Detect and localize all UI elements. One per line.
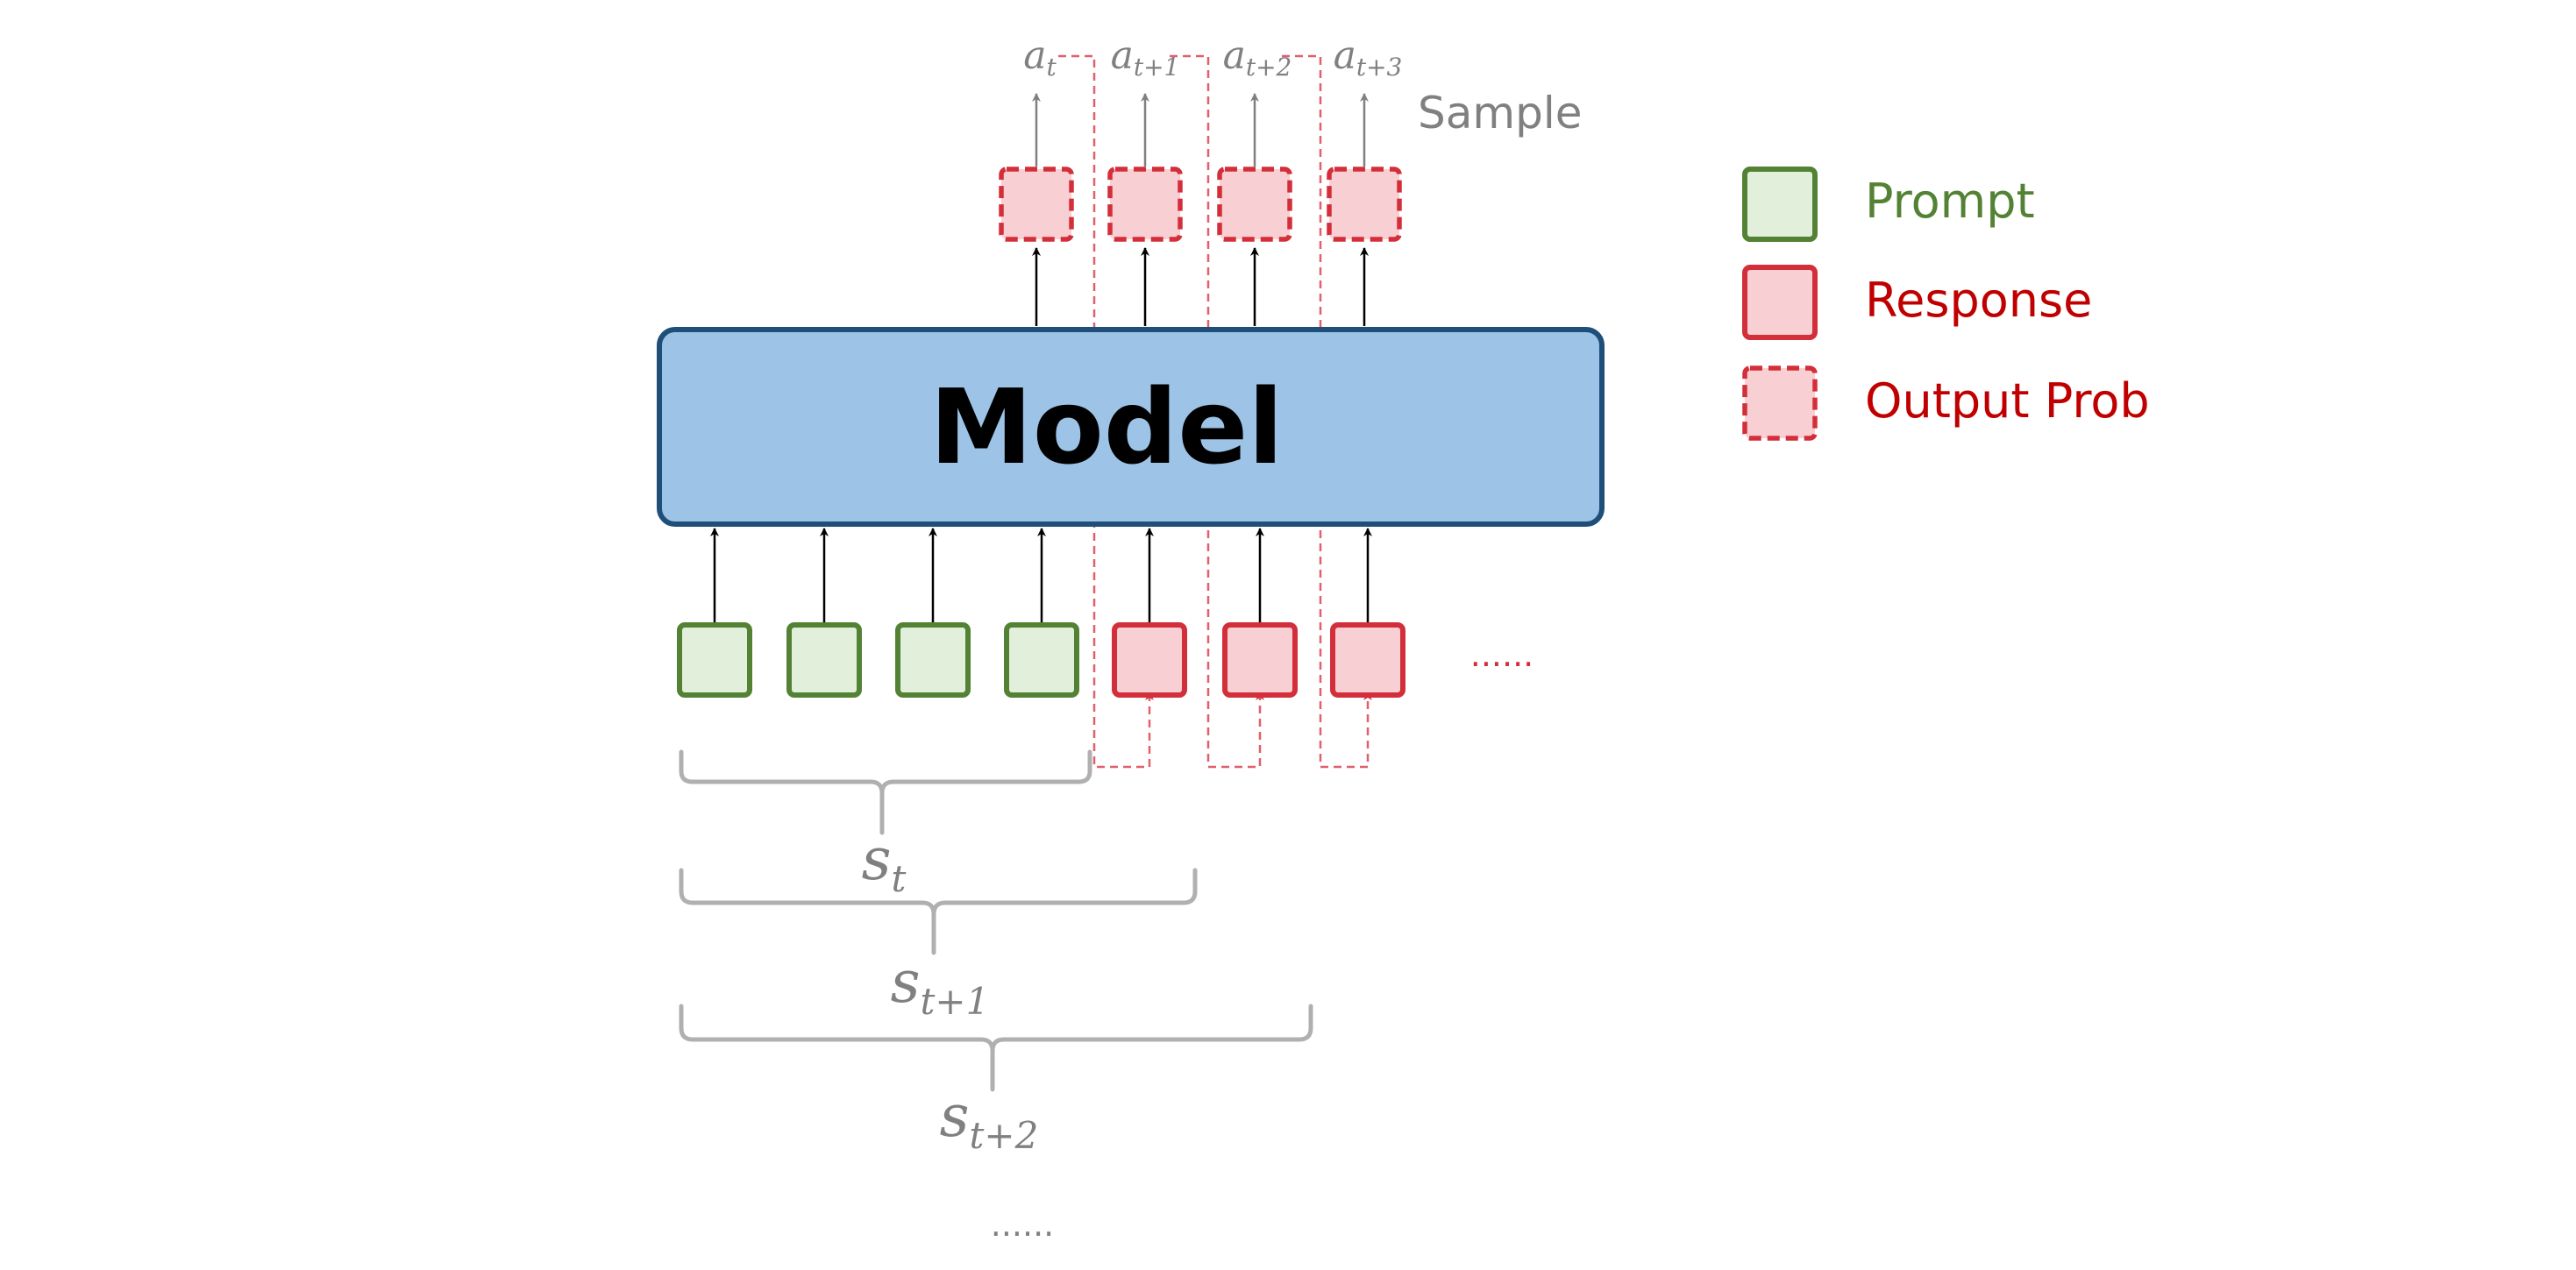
- action-label: at+1: [1111, 33, 1180, 82]
- model-block: [657, 327, 1605, 527]
- input-arrows: [710, 528, 1372, 624]
- action-label: at+2: [1223, 33, 1292, 82]
- state-label: st+2: [940, 1082, 1039, 1157]
- prompt-token: [677, 622, 752, 698]
- output-prob-token: [1327, 167, 1402, 242]
- legend-response-label: Response: [1865, 273, 2092, 328]
- output-prob-token: [1217, 167, 1292, 242]
- legend-response-swatch: [1742, 265, 1818, 340]
- output-prob-row: [999, 167, 1402, 242]
- feedback-path-3: [1282, 54, 1372, 769]
- sample-label: Sample: [1418, 88, 1582, 138]
- state-labels: st st+1 st+2: [862, 826, 1039, 1157]
- prompt-token: [1004, 622, 1079, 698]
- input-token-row: [677, 622, 1405, 698]
- response-token: [1222, 622, 1298, 698]
- prompt-token: [786, 622, 862, 698]
- feedback-path-2: [1170, 54, 1264, 769]
- state-label: st+1: [891, 948, 990, 1023]
- legend-output-prob-label: Output Prob: [1865, 373, 2150, 429]
- output-arrows: [1032, 247, 1369, 326]
- response-token: [1112, 622, 1187, 698]
- more-states-ellipsis: ......: [991, 1205, 1054, 1244]
- state-brace-st2: [679, 1004, 1313, 1092]
- legend-prompt-swatch: [1742, 167, 1818, 242]
- state-brace-st: [679, 749, 1092, 835]
- legend-prompt-label: Prompt: [1865, 174, 2035, 229]
- prompt-token: [895, 622, 971, 698]
- output-prob-token: [999, 167, 1074, 242]
- action-label: at+3: [1334, 33, 1403, 82]
- more-tokens-ellipsis: ......: [1470, 635, 1534, 674]
- state-label: st: [862, 826, 907, 900]
- output-prob-token: [1107, 167, 1183, 242]
- legend-output-prob-swatch: [1742, 365, 1818, 441]
- state-brace-st1: [679, 868, 1198, 955]
- response-token: [1330, 622, 1405, 698]
- feedback-paths: [1058, 54, 1372, 769]
- action-labels: at at+1 at+2 at+3: [1023, 33, 1402, 82]
- model-label: Model: [929, 366, 1283, 487]
- state-braces: [679, 749, 1313, 1092]
- sample-arrows: [1032, 93, 1369, 167]
- action-label: at: [1023, 33, 1057, 82]
- legend: Prompt Response Output Prob: [1742, 167, 2150, 441]
